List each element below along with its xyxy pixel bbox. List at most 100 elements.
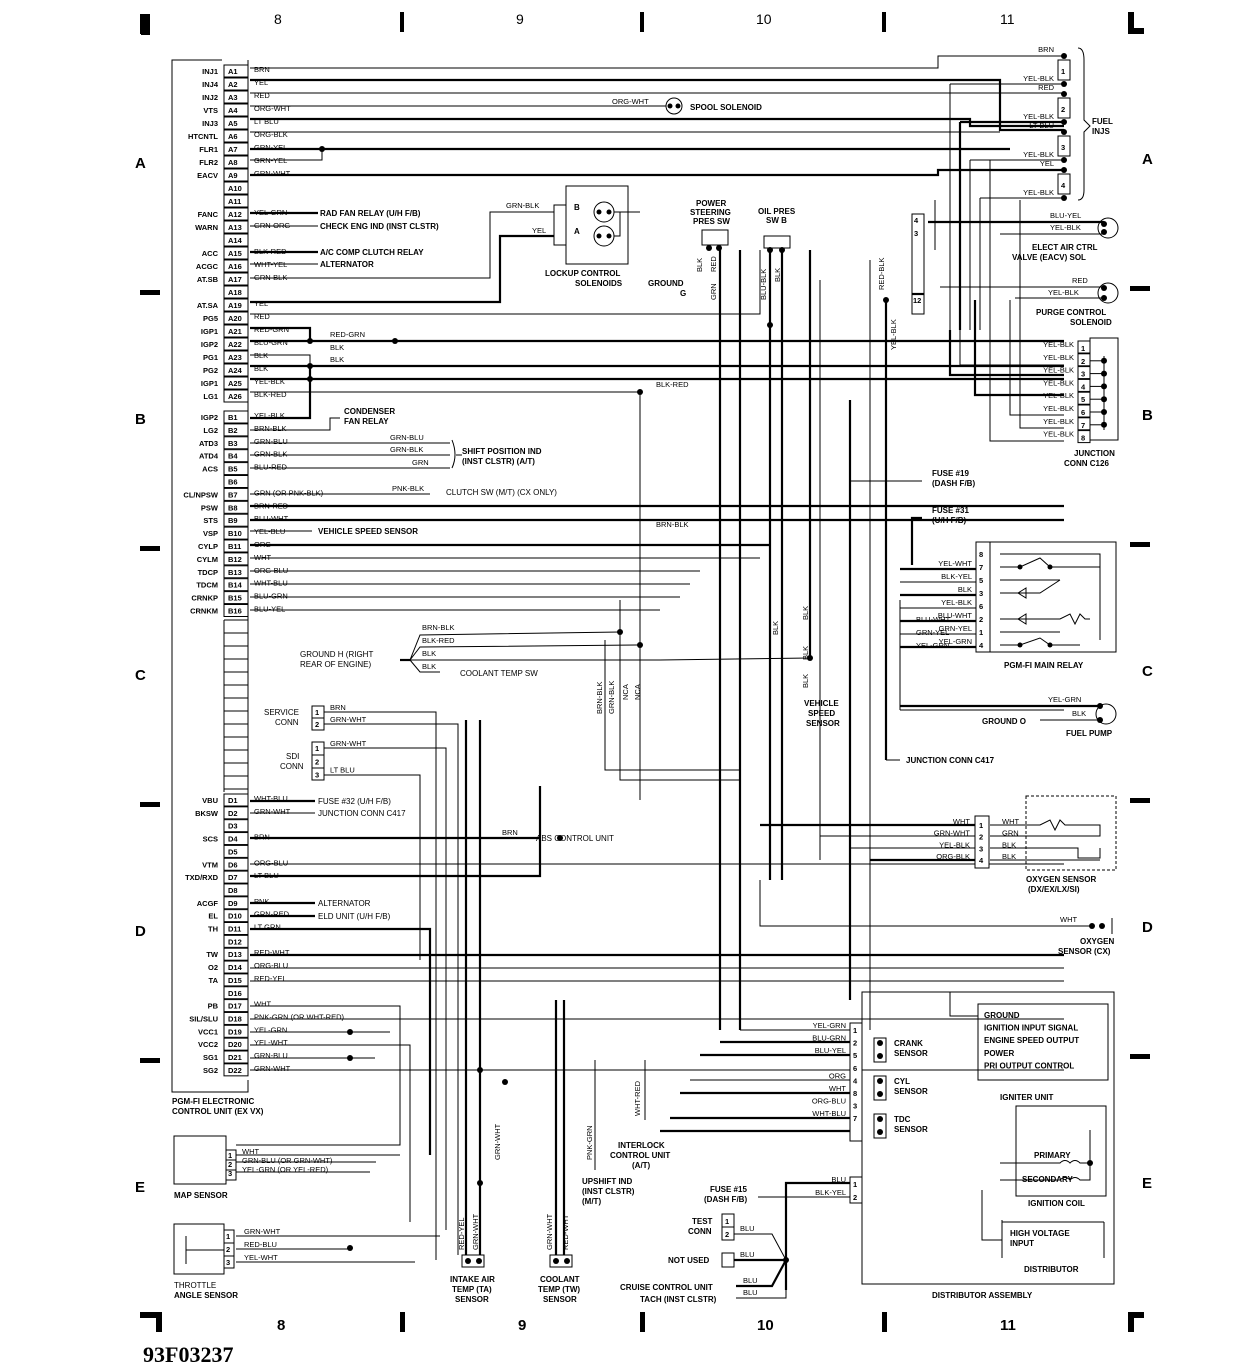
coil-secondary-label: SECONDARY (1022, 1175, 1073, 1184)
ecu-wire-color: LT GRN (254, 923, 281, 932)
crank-sensor-title: CRANK (894, 1039, 923, 1048)
ps-switch-title: POWER (696, 199, 726, 208)
igniter-title: IGNITER UNIT (1000, 1093, 1053, 1102)
ecu-pin-number: A10 (228, 184, 242, 193)
test-conn-label: CONN (688, 1227, 712, 1236)
ecu-pin-number: B9 (228, 516, 238, 525)
ect-title: TEMP (TW) (538, 1285, 580, 1294)
ecu-pin-function: CL/NPSW (183, 490, 219, 499)
connector-pin: 3 (226, 1258, 230, 1267)
ecu-pin-row: D8 (223, 883, 249, 897)
alternator-d9-label: ALTERNATOR (318, 899, 371, 908)
wire-label: YEL-GRN (1048, 695, 1081, 704)
wire-label: GRN (412, 458, 429, 467)
ecu-title: PGM-FI ELECTRONIC (172, 1097, 254, 1106)
ps-switch-title: PRES SW (693, 217, 730, 226)
ecu-pin-number: A26 (228, 392, 242, 401)
ecu-pin-number: B1 (228, 413, 238, 422)
eacv-title: ELECT AIR CTRL (1032, 243, 1098, 252)
oil-switch-title: SW B (766, 216, 787, 225)
fuses-right: FUSE #19 (DASH F/B) FUSE #31 (U/H F/B) (850, 469, 975, 565)
ect-title: COOLANT (540, 1275, 580, 1284)
wire-label: BLK (1002, 840, 1016, 849)
ecu-wire-color: YEL-BLK (254, 411, 285, 420)
ecu-pin-number: D22 (228, 1066, 242, 1075)
igniter-terminal-label: POWER (984, 1049, 1014, 1058)
grid-row-right: B (1142, 407, 1153, 424)
wire-label: BLU-YEL (1050, 211, 1081, 220)
map-sensor-title: MAP SENSOR (174, 1191, 228, 1200)
connector-pin: 2 (725, 1230, 729, 1239)
connector-pin: 1 (979, 821, 983, 830)
ecu-pin-function: ATD4 (199, 452, 219, 461)
ecu-pin-number: D16 (228, 989, 242, 998)
ecu-pin-number: A8 (228, 158, 238, 167)
ecu-pin-function: VCC2 (198, 1040, 218, 1049)
grid-col-bottom: 11 (1000, 1317, 1016, 1334)
grid-row-left: B (135, 411, 146, 428)
lockup-title: LOCKUP CONTROL (545, 269, 621, 278)
purge-solenoid: RED YEL-BLK PURGE CONTROL SOLENOID (940, 276, 1119, 327)
wire-label: GRN-WHT (330, 715, 367, 724)
connector-pin: 3 (979, 844, 983, 853)
ecu-pin-function: IGP1 (201, 327, 218, 336)
ecu-pin-function: VTS (203, 106, 218, 115)
ecu-pin-function: VCC1 (198, 1027, 218, 1036)
ecu-pin-function: TA (209, 976, 219, 985)
connector-pin: 3 (853, 1102, 857, 1111)
ecu-pin-function: INJ4 (202, 80, 219, 89)
ecu-pin-function: SG2 (203, 1066, 218, 1075)
wire-label: NCA (621, 684, 630, 700)
wire-label: RED (1072, 276, 1088, 285)
ecu-wire-color: YEL-WHT (254, 1038, 288, 1047)
wire-label: RED (709, 256, 718, 272)
ecu-pin-row: A10 (223, 181, 249, 195)
ecu-pin-number: A2 (228, 80, 238, 89)
iat-title: TEMP (TA) (452, 1285, 492, 1294)
ecu-wire-color: RED-WHT (254, 948, 290, 957)
ecu-pin-function: EL (208, 912, 218, 921)
ecu-pin-function: CYLM (197, 555, 218, 564)
splice-points (307, 146, 889, 1263)
ecu-pin-number: B6 (228, 478, 238, 487)
ecu-pin-number: D14 (228, 963, 243, 972)
ecu-wire-color: RED (254, 91, 270, 100)
ecu-pin-number: D18 (228, 1014, 242, 1023)
wire-label: YEL (532, 226, 546, 235)
lockup-pin-a: A (574, 227, 580, 236)
grid-col-top: 11 (1000, 11, 1015, 27)
throttle-angle-sensor: THROTTLE ANGLE SENSOR (173, 1223, 440, 1300)
ecu-pin-function: WARN (195, 223, 218, 232)
abs-wire-label: BRN (502, 828, 518, 837)
injector-number: 3 (1061, 143, 1065, 152)
wire-label: BLK (330, 343, 344, 352)
wire-label: LT BLU (1029, 121, 1054, 130)
ecu-wire-color: LT BLU (254, 117, 279, 126)
service-connector: SERVICE CONN (264, 705, 459, 1260)
lockup-title: SOLENOIDS (575, 279, 623, 288)
wire-label: BLK (771, 621, 780, 635)
connector-pin: 3 (228, 1169, 232, 1178)
connector-pin: 3 (914, 229, 918, 238)
wire-label: BLK (773, 268, 782, 282)
ecu-pin-row: D16 (223, 986, 249, 1000)
oxygen-sensor-cx-title: OXYGEN (1080, 937, 1114, 946)
ecu-pin-number: A20 (228, 314, 242, 323)
upshift-indicator: UPSHIFT IND (INST CLSTR) (M/T) (582, 1177, 635, 1206)
wire-label: BRN-BLK (656, 520, 689, 529)
connector-pin: 1 (979, 628, 983, 637)
lockup-pin-b: B (574, 203, 580, 212)
